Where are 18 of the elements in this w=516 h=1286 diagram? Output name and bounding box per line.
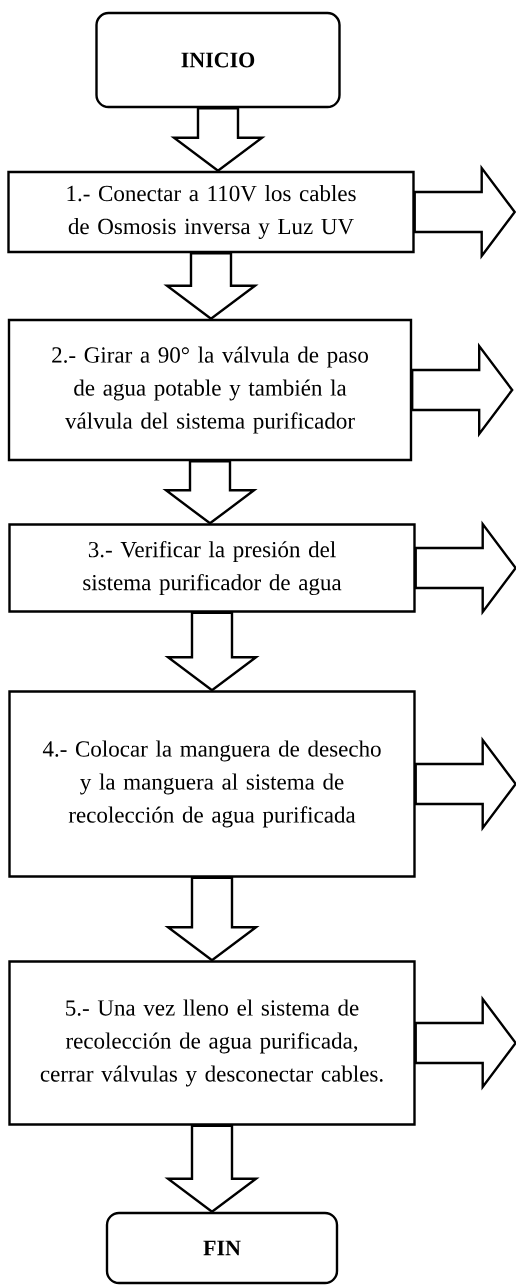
- block-arrow: [163, 252, 259, 321]
- block-arrow: [411, 342, 514, 438]
- block-arrow: [164, 876, 260, 962]
- block-arrow: [164, 611, 260, 692]
- process-box: 4.- Colocar la manguera de desecho y la manguera al sistema de recolección de agua purificada: [8, 690, 416, 878]
- terminal-box: FIN: [105, 1211, 339, 1285]
- block-arrow: [414, 520, 516, 616]
- process-box: 3.- Verificar la presión del sistema purificador de agua: [8, 523, 416, 613]
- block-arrow: [170, 107, 266, 173]
- block-arrow: [414, 995, 516, 1091]
- terminal-box: INICIO: [95, 11, 341, 109]
- process-box: 1.- Conectar a 110V los cables de Osmosis inversa y Luz UV: [7, 170, 415, 254]
- block-arrow: [162, 460, 258, 525]
- block-arrow: [164, 1124, 260, 1214]
- block-arrow: [413, 164, 516, 260]
- block-arrow: [414, 736, 516, 832]
- process-box: 5.- Una vez lleno el sistema de recolección de agua purificada, cerrar válvulas y desconectar cables.: [8, 960, 416, 1126]
- process-box: 2.- Girar a 90° la válvula de paso de agua potable y también la válvula del sistema purificador: [7, 318, 413, 462]
